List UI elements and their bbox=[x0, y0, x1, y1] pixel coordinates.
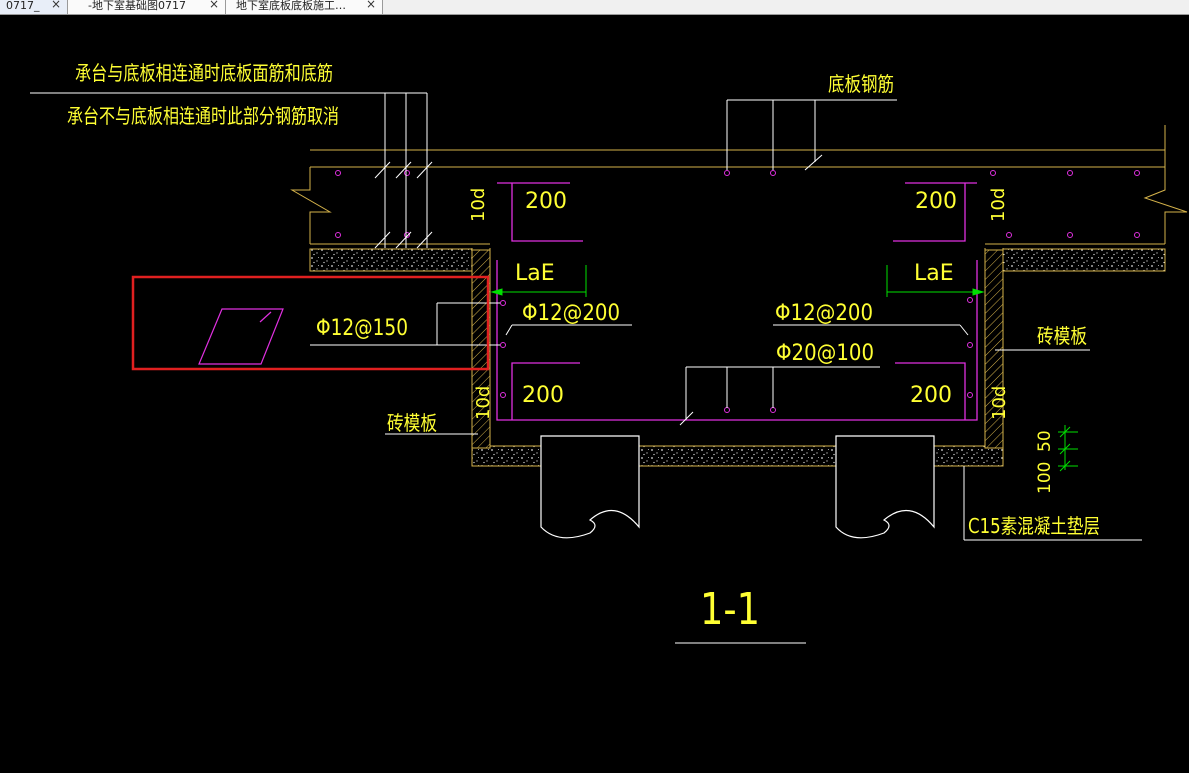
note-not-connected: 承台不与底板相连通时此部分钢筋取消 bbox=[67, 104, 339, 128]
cushion-label: C15素混凝土垫层 bbox=[968, 514, 1100, 538]
close-icon[interactable]: × bbox=[50, 0, 61, 11]
dim-200-top-left: 200 bbox=[525, 189, 567, 214]
rebar-dots bbox=[335, 170, 1140, 413]
rebar-cage bbox=[496, 182, 978, 421]
dim-200-bottom-left: 200 bbox=[522, 383, 564, 408]
dim-200-top-right: 200 bbox=[915, 189, 957, 214]
magenta-parallelogram-icon bbox=[198, 308, 284, 365]
dim-10d-top-right: 10d bbox=[988, 188, 1009, 222]
close-icon[interactable]: × bbox=[208, 0, 219, 11]
tab-drawing-1[interactable]: 0717_ × bbox=[0, 0, 68, 14]
rebar-phi20-100: Φ20@100 bbox=[776, 341, 874, 366]
dim-100: 100 bbox=[1035, 462, 1055, 494]
leader-lines bbox=[30, 92, 1142, 644]
tab-label: 地下室底板底板施工… bbox=[236, 0, 346, 12]
dim-50: 50 bbox=[1035, 430, 1055, 452]
tab-drawing-3[interactable]: 地下室底板底板施工… × bbox=[226, 0, 383, 14]
note-connected: 承台与底板相连通时底板面筋和底筋 bbox=[75, 61, 333, 85]
tab-drawing-2[interactable]: -地下室基础图0717 × bbox=[68, 0, 226, 14]
close-icon[interactable]: × bbox=[365, 0, 376, 11]
brick-form-left: 砖模板 bbox=[387, 411, 437, 435]
rebar-phi12-200-left: Φ12@200 bbox=[522, 301, 620, 326]
lae-right: LaE bbox=[914, 261, 954, 286]
dim-200-bottom-right: 200 bbox=[910, 383, 952, 408]
rebar-phi12-150: Φ12@150 bbox=[316, 316, 408, 341]
tab-bar: 0717_ × -地下室基础图0717 × 地下室底板底板施工… × bbox=[0, 0, 1189, 15]
tab-label: -地下室基础图0717 bbox=[88, 0, 186, 12]
tab-label: 0717_ bbox=[6, 0, 40, 12]
section-label: 1-1 bbox=[700, 584, 760, 635]
dim-10d-bottom-right: 10d bbox=[989, 386, 1010, 420]
dim-10d-bottom-left: 10d bbox=[473, 386, 494, 420]
highlight-box bbox=[131, 275, 490, 371]
piles bbox=[540, 435, 935, 539]
lae-left: LaE bbox=[515, 261, 555, 286]
dim-10d-top-left: 10d bbox=[468, 188, 489, 222]
slab-rebar-label: 底板钢筋 bbox=[828, 72, 894, 96]
brick-form-right: 砖模板 bbox=[1037, 324, 1087, 348]
rebar-phi12-200-right: Φ12@200 bbox=[775, 301, 873, 326]
annotations: 承台与底板相连通时底板面筋和底筋 承台不与底板相连通时此部分钢筋取消 底板钢筋 … bbox=[67, 61, 1100, 635]
dimension-lae bbox=[490, 265, 1078, 472]
